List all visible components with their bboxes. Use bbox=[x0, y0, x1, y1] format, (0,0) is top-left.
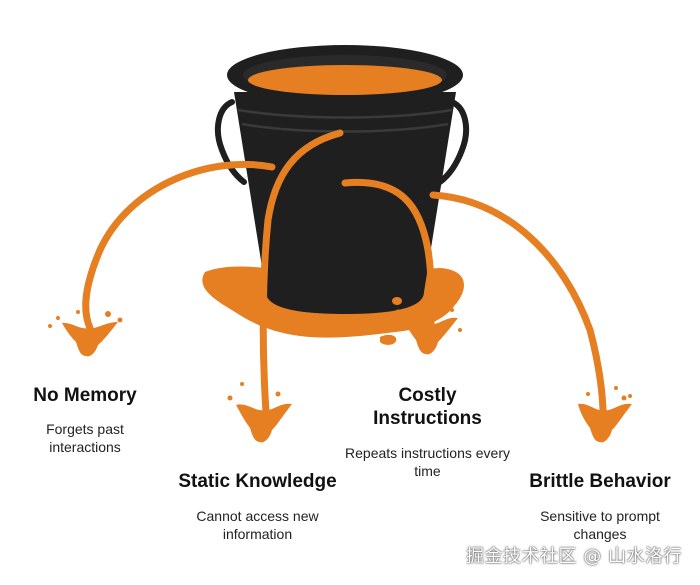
leak-label-costly-instructions: Costly Instructions Repeats instructions… bbox=[345, 384, 510, 480]
leak-hole bbox=[392, 297, 402, 305]
leak-title: Costly Instructions bbox=[373, 385, 482, 429]
leak-label-static-knowledge: Static Knowledge Cannot access new infor… bbox=[175, 470, 340, 543]
spill-drops bbox=[365, 328, 397, 345]
splashes bbox=[48, 308, 632, 443]
leak-description: Forgets past interactions bbox=[46, 421, 124, 455]
leak-title: Brittle Behavior bbox=[529, 471, 671, 492]
leak-label-no-memory: No Memory Forgets past interactions bbox=[15, 384, 155, 456]
leak-label-brittle-behavior: Brittle Behavior Sensitive to prompt cha… bbox=[515, 470, 685, 543]
leak-streams bbox=[82, 129, 607, 416]
bucket-liquid bbox=[248, 65, 442, 95]
watermark: 掘金技术社区 @ 山水洛行 bbox=[466, 546, 682, 567]
leak-description: Repeats instructions every time bbox=[345, 445, 510, 479]
leak-description: Cannot access new information bbox=[196, 508, 319, 542]
bucket-ribs bbox=[237, 108, 453, 133]
bucket-body bbox=[234, 92, 456, 314]
leak-title: No Memory bbox=[33, 385, 137, 406]
bucket-handle bbox=[214, 99, 247, 185]
leak-description: Sensitive to prompt changes bbox=[540, 508, 660, 542]
leak-title: Static Knowledge bbox=[178, 471, 337, 492]
